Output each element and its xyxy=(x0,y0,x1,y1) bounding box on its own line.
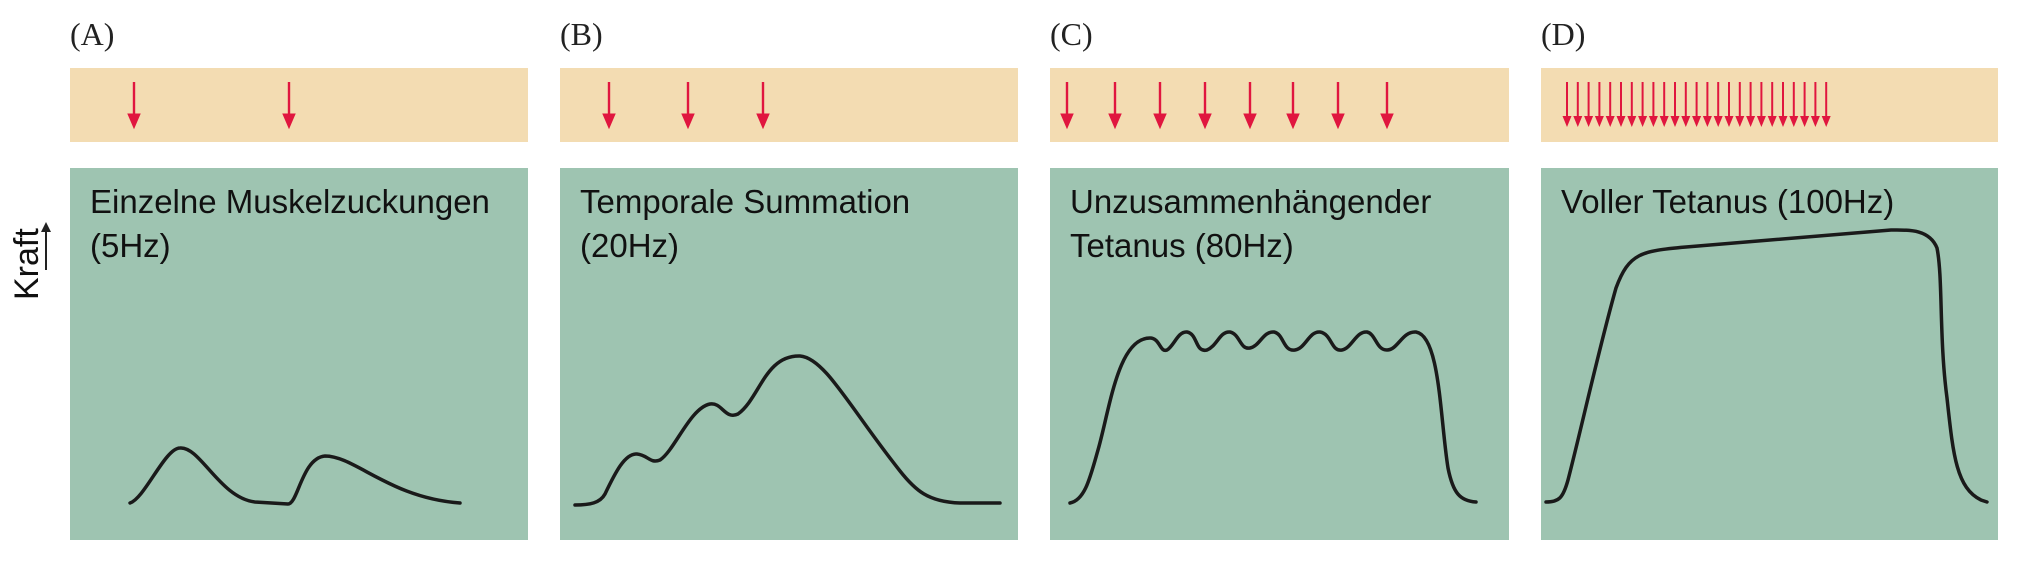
stimulus-arrow xyxy=(1659,82,1669,127)
panel-c-letter: (C) xyxy=(1050,16,1093,52)
stimulus-arrow xyxy=(602,82,616,130)
stimulus-arrow xyxy=(1800,82,1810,127)
stimulus-arrow xyxy=(1562,82,1572,127)
stimulus-arrow xyxy=(1681,82,1691,127)
panel-b-letter: (B) xyxy=(560,16,603,52)
stimulus-arrow xyxy=(1605,82,1615,127)
panel-c-title-line1: Unzusammenhängender xyxy=(1070,183,1432,220)
panel-a-title: Einzelne Muskelzuckungen (5Hz) xyxy=(90,180,490,268)
panel-a-stimulus-band xyxy=(70,68,528,142)
panel-a-title-line1: Einzelne Muskelzuckungen xyxy=(90,183,490,220)
stimulus-arrow xyxy=(1243,82,1257,130)
panel-a-force-box: Einzelne Muskelzuckungen (5Hz) xyxy=(70,168,528,540)
panel-d-stimulus-band xyxy=(1541,68,1998,142)
panel-a-title-line2: (5Hz) xyxy=(90,227,171,264)
stimulus-arrow xyxy=(1616,82,1626,127)
panel-c-title: Unzusammenhängender Tetanus (80Hz) xyxy=(1070,180,1431,268)
stimulus-arrow xyxy=(1713,82,1723,127)
panel-b-force-curve xyxy=(573,354,1002,507)
panel-d-title-line1: Voller Tetanus (100Hz) xyxy=(1561,183,1895,220)
panel-b-stimulus-arrows xyxy=(602,82,770,130)
panel-c-force-box: Unzusammenhängender Tetanus (80Hz) xyxy=(1050,168,1509,540)
stimulus-arrow xyxy=(1746,82,1756,127)
stimulus-arrow xyxy=(127,82,141,130)
panel-d-letter: (D) xyxy=(1541,16,1586,52)
stimulus-arrow xyxy=(1108,82,1122,130)
panel-b-force-box: Temporale Summation (20Hz) xyxy=(560,168,1018,540)
stimulus-arrow xyxy=(1198,82,1212,130)
stimulus-arrow xyxy=(1810,82,1820,127)
stimulus-arrow xyxy=(1735,82,1745,127)
stimulus-arrow xyxy=(1702,82,1712,127)
stimulus-arrow xyxy=(1627,82,1637,127)
stimulus-arrow xyxy=(1286,82,1300,130)
stimulus-arrow xyxy=(1380,82,1394,130)
up-arrow-icon xyxy=(41,222,51,270)
stimulus-arrow xyxy=(1756,82,1766,127)
stimulus-arrow xyxy=(1670,82,1680,127)
panel-b-title: Temporale Summation (20Hz) xyxy=(580,180,910,268)
panel-b-stimulus-band xyxy=(560,68,1018,142)
stimulus-arrow xyxy=(1060,82,1074,130)
stimulus-arrow xyxy=(1573,82,1583,127)
panel-d-force-box: Voller Tetanus (100Hz) xyxy=(1541,168,1998,540)
panel-b-title-line1: Temporale Summation xyxy=(580,183,911,220)
panel-a-letter: (A) xyxy=(70,16,115,52)
panel-d-title: Voller Tetanus (100Hz) xyxy=(1561,180,1894,224)
panel-a-stimulus-arrows xyxy=(127,82,296,130)
stimulus-arrow xyxy=(1648,82,1658,127)
panel-c-title-line2: Tetanus (80Hz) xyxy=(1070,227,1294,264)
stimulus-arrow xyxy=(1153,82,1167,130)
stimulus-arrow xyxy=(1767,82,1777,127)
stimulus-arrow xyxy=(681,82,695,130)
stimulus-arrow xyxy=(282,82,296,130)
stimulus-arrow xyxy=(1821,82,1831,127)
panel-d-force-curve xyxy=(1544,228,1989,504)
stimulus-arrow xyxy=(1724,82,1734,127)
stimulus-arrow xyxy=(1638,82,1648,127)
panel-d-stimulus-arrows xyxy=(1562,82,1831,127)
panel-a-force-curve xyxy=(128,446,462,506)
stimulus-arrow xyxy=(1584,82,1594,127)
stimulus-arrow xyxy=(1692,82,1702,127)
stimulus-arrow xyxy=(1789,82,1799,127)
panel-b-title-line2: (20Hz) xyxy=(580,227,680,264)
stimulus-arrow xyxy=(1778,82,1788,127)
stimulus-arrow xyxy=(1331,82,1345,130)
panel-c-stimulus-arrows xyxy=(1060,82,1394,130)
stimulus-arrow xyxy=(1594,82,1604,127)
panel-c-force-curve xyxy=(1068,330,1478,505)
stimulus-arrow xyxy=(756,82,770,130)
panel-c-stimulus-band xyxy=(1050,68,1509,142)
